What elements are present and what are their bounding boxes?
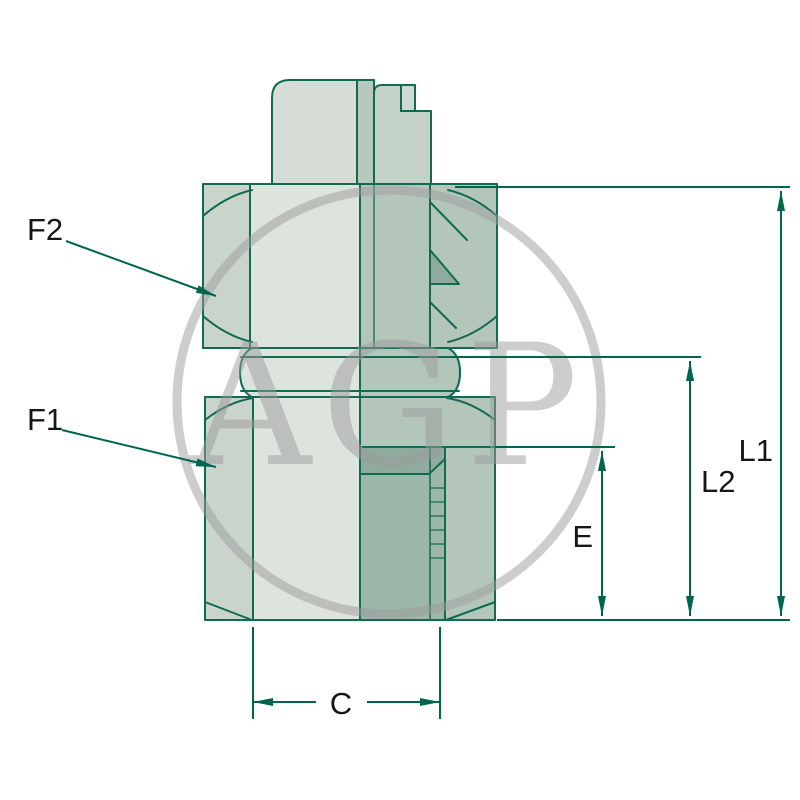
label-e: E (572, 519, 593, 554)
tube-wall-section (356, 79, 375, 185)
bore-entry-chamfer (359, 446, 446, 475)
top-nut-chamfer (447, 315, 498, 343)
weld-collar-step (400, 84, 416, 112)
label-l2: L2 (701, 464, 735, 499)
bottom-chamfer (204, 601, 253, 621)
body-chamfer (204, 397, 254, 421)
watermark: AGP (172, 185, 606, 619)
leader-line-f2 (65, 240, 217, 297)
dimension-lines (61, 186, 790, 719)
top-nut-chamfer (202, 315, 253, 343)
neck-section-right (359, 347, 461, 398)
leader-line-f1 (61, 429, 217, 468)
section-detail-line (429, 301, 457, 329)
thread-lines (430, 487, 445, 559)
top-nut-chamfer (202, 189, 253, 217)
label-c: C (330, 686, 352, 721)
label-f2: F2 (27, 212, 63, 247)
fitting-illustration (202, 79, 498, 621)
bottom-chamfer (445, 601, 496, 621)
label-l1: L1 (739, 433, 773, 468)
body-chamfer (446, 397, 496, 421)
label-f1: F1 (27, 402, 63, 437)
dimension-labels: F2 F1 L1 L2 E C (27, 212, 773, 721)
watermark-circle (172, 185, 606, 619)
tube-stub (271, 79, 358, 185)
cutting-ring-section (429, 249, 460, 285)
watermark-text: AGP (189, 308, 589, 504)
section-detail-line (429, 201, 468, 241)
